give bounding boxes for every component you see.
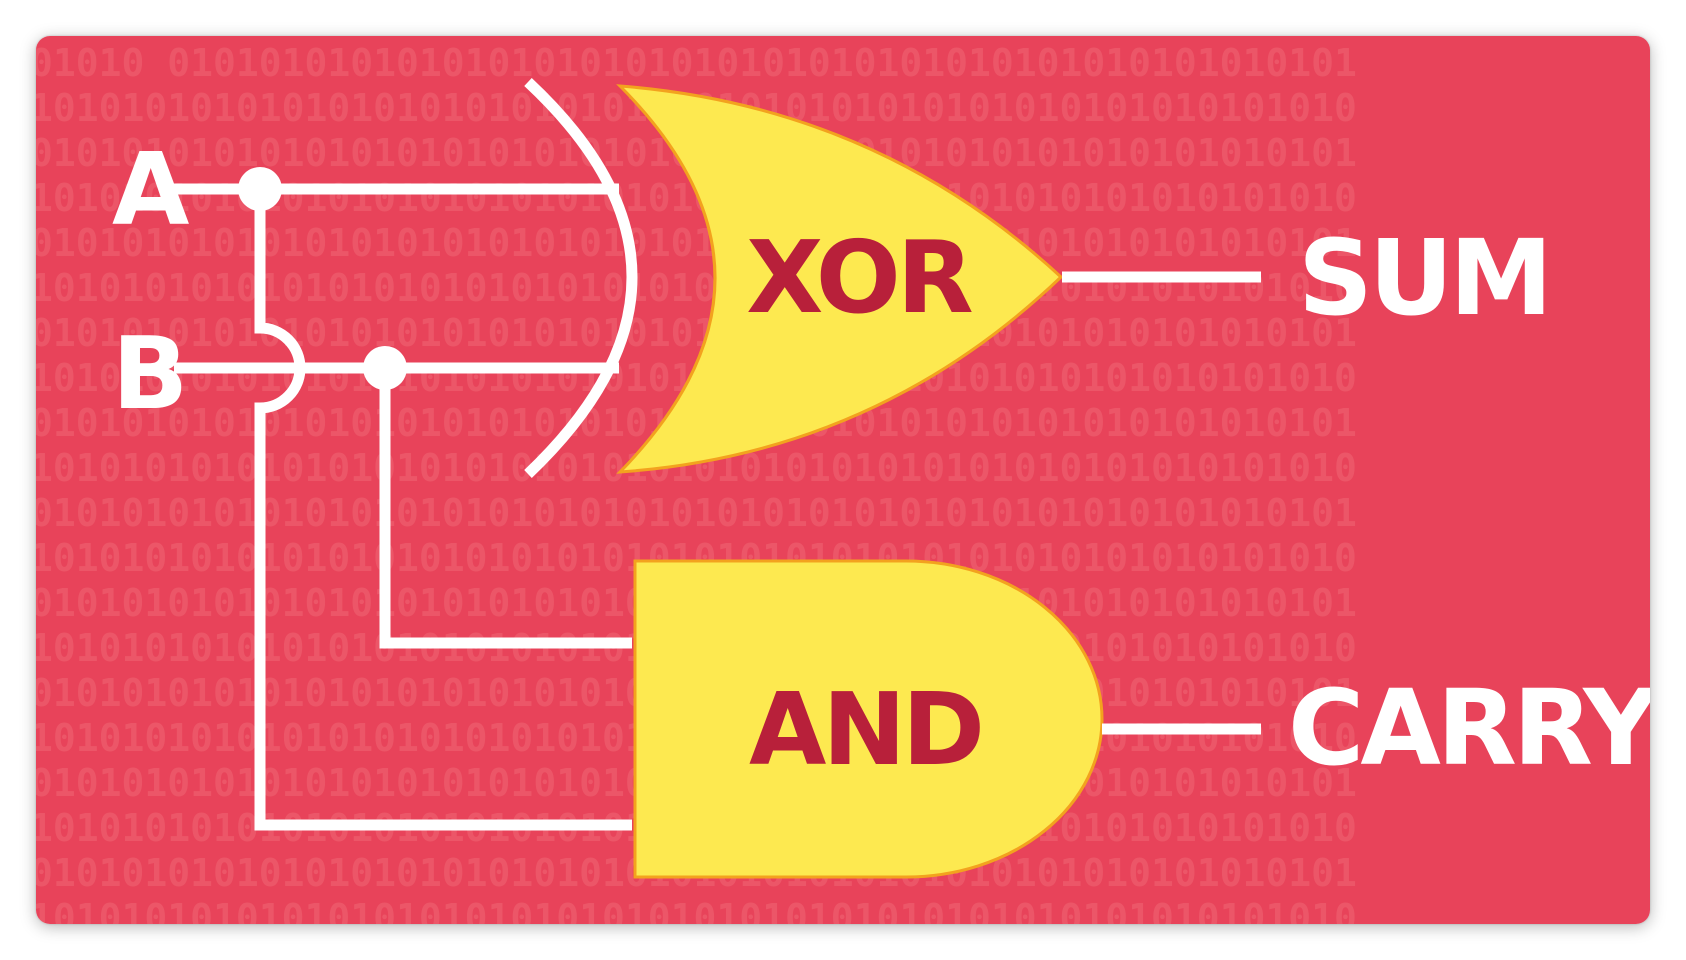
binary-row: 1010101010101010101010101010101010101010… <box>36 896 1357 924</box>
wire-a-branch-to-and <box>254 189 632 831</box>
junction-dot-b <box>363 346 407 390</box>
binary-row: 01010 0101010101010101010101010101010101… <box>36 41 1357 85</box>
input-label-b: B <box>112 315 184 432</box>
xor-input-arc <box>524 77 638 478</box>
input-label-a: A <box>112 131 189 248</box>
xor-gate-label: XOR <box>746 219 972 336</box>
and-gate <box>633 559 1104 879</box>
half-adder-frame: 01010 0101010101010101010101010101010101… <box>36 36 1650 924</box>
and-gate-label: AND <box>749 671 981 788</box>
junction-dot-a <box>238 167 282 211</box>
wire-b-branch-to-and <box>379 368 632 649</box>
binary-row: 0101010101010101010101010101010101010101… <box>36 221 1357 265</box>
output-label-carry: CARRY <box>1288 667 1650 789</box>
binary-row: 0101010101010101010101010101010101010101… <box>36 311 1357 355</box>
half-adder-diagram: 01010 0101010101010101010101010101010101… <box>36 36 1650 924</box>
xor-gate <box>616 84 1064 474</box>
output-label-sum: SUM <box>1298 217 1549 339</box>
binary-row: 0101010101010101010101010101010101010101… <box>36 491 1357 535</box>
